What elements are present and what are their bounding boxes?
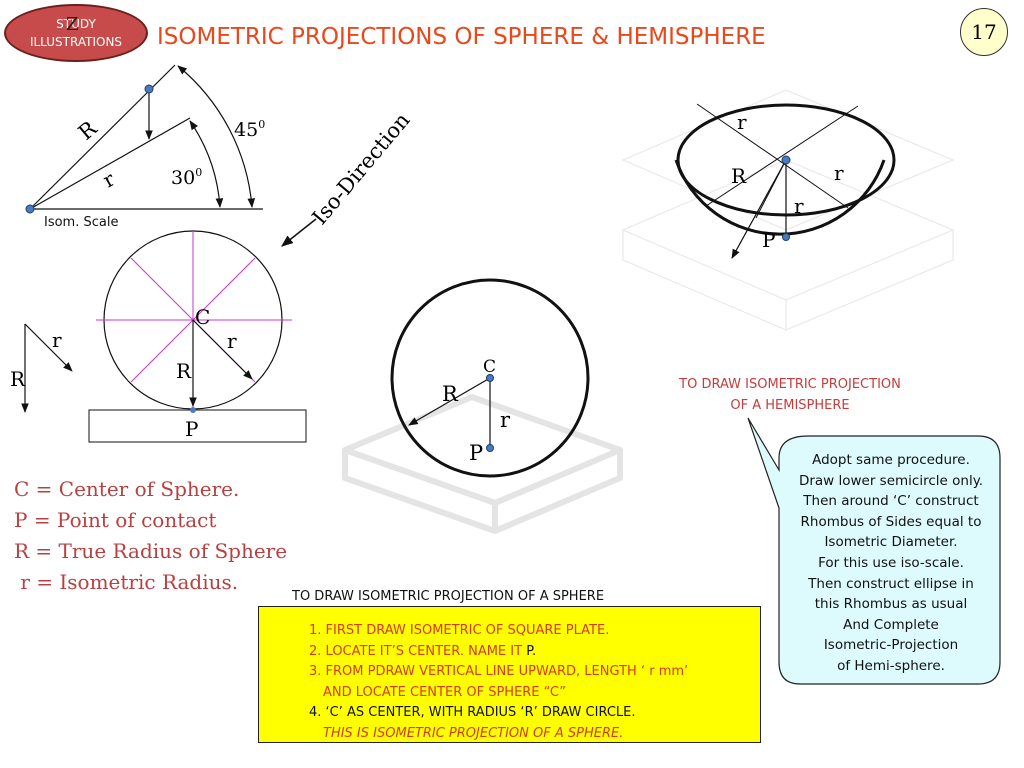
left-sphere-label-r: r xyxy=(227,329,237,353)
steps-box: 1. FIRST DRAW ISOMETRIC OF SQUARE PLATE.… xyxy=(258,606,761,743)
hemisphere xyxy=(674,103,896,259)
step-4-note: THIS IS ISOMETRIC PROJECTION OF A SPHERE… xyxy=(323,725,624,741)
plate-faint xyxy=(342,394,623,534)
arc-45 xyxy=(177,65,256,208)
angle-30-label: 300 xyxy=(171,166,202,189)
hemi-label-P: P xyxy=(762,228,775,252)
page-number: 17 xyxy=(960,8,1008,56)
key-r-arrow xyxy=(24,323,73,372)
angle-45-label: 450 xyxy=(234,118,265,141)
iso-radius-arrow xyxy=(192,319,253,380)
step-2: 2. LOCATE IT’S CENTER. NAME IT P. xyxy=(309,643,537,659)
step-3: 3. FROM PDRAW VERTICAL LINE UPWARD, LENG… xyxy=(309,664,689,679)
hemi-label-r-mid: r xyxy=(794,194,804,218)
step-1: 1. FIRST DRAW ISOMETRIC OF SQUARE PLATE. xyxy=(309,623,610,638)
callout-line: For this use iso-scale. xyxy=(818,554,964,571)
iso-direction-label: Iso-Direction xyxy=(307,108,414,229)
scale-origin-point xyxy=(25,204,35,214)
contact-plate xyxy=(88,409,307,443)
hemisphere-heading-line-1: TO DRAW ISOMETRIC PROJECTION xyxy=(679,377,901,392)
center-radius-arrow xyxy=(408,377,491,426)
page-title: ISOMETRIC PROJECTIONS OF SPHERE & HEMISP… xyxy=(157,24,766,50)
hemi-diameter-1 xyxy=(696,103,849,209)
scale-iso-radius-line xyxy=(29,117,191,210)
left-sphere-label-P: P xyxy=(185,417,198,441)
hemi-label-R: R xyxy=(731,164,747,188)
left-sphere-label-R: R xyxy=(176,359,192,383)
step-3-continued: AND LOCATE CENTER OF SPHERE “C” xyxy=(323,684,566,700)
center-point-C xyxy=(486,374,494,382)
hemi-diameter-2 xyxy=(705,105,859,207)
callout-line: Then construct ellipse in xyxy=(808,575,974,592)
sphere-heading: TO DRAW ISOMETRIC PROJECTION OF A SPHERE xyxy=(292,589,605,604)
badge-line-1: STUDY xyxy=(56,17,96,31)
hemi-label-r-right: r xyxy=(834,161,844,185)
step-4: 4. ‘C’ AS CENTER, WITH RADIUS ‘R’ DRAW C… xyxy=(309,705,636,720)
hemi-aux-line xyxy=(755,159,787,219)
study-illustrations-badge[interactable]: STUDY ILLUSTRATIONS xyxy=(4,4,148,62)
legend-item: P = Point of contact xyxy=(14,508,217,532)
badge-line-2: ILLUSTRATIONS xyxy=(29,35,123,49)
contact-point xyxy=(190,407,196,413)
radius-key xyxy=(21,323,73,413)
callout-bubble xyxy=(747,417,1001,685)
hemi-plate-faint xyxy=(621,89,955,331)
hemi-label-r-top: r xyxy=(737,110,747,134)
callout-line: Rhombus of Sides equal to xyxy=(800,513,982,530)
callout-line: Then around ‘C’ construct xyxy=(803,493,979,510)
legend: C = Center of Sphere. P = Point of conta… xyxy=(14,474,287,598)
scale-caption: Isom. Scale xyxy=(44,215,118,230)
scale-label-R: R xyxy=(74,116,102,145)
callout-line: And Complete xyxy=(843,616,939,633)
center-label-C: C xyxy=(483,357,496,377)
legend-item: C = Center of Sphere. xyxy=(14,477,240,501)
center-sphere xyxy=(390,278,590,478)
iso-sphere-circle xyxy=(390,278,590,478)
key-label-R: R xyxy=(10,367,26,391)
hemisphere-heading-line-2: OF A HEMISPHERE xyxy=(730,398,850,413)
callout-line: this Rhombus as usual xyxy=(814,596,968,613)
badge-mark: Z xyxy=(66,14,79,35)
hemi-center-point xyxy=(781,155,791,165)
left-sphere-label-C: C xyxy=(195,305,210,329)
scale-label-r: r xyxy=(99,167,120,193)
hemi-point-P xyxy=(782,233,790,241)
scale-true-radius-line xyxy=(29,64,176,210)
callout-line: Draw lower semicircle only. xyxy=(798,472,984,489)
callout-line: Adopt same procedure. xyxy=(812,452,970,468)
center-point-P xyxy=(486,444,494,452)
center-label-R: R xyxy=(442,382,459,406)
callout-text: Adopt same procedure. Draw lower semicir… xyxy=(788,450,994,677)
hemisphere-heading: TO DRAW ISOMETRIC PROJECTION OF A HEMISP… xyxy=(660,374,920,416)
callout-line: Isometric-Projection xyxy=(823,637,959,654)
center-label-r: r xyxy=(500,408,511,432)
callout-line: of Hemi-sphere. xyxy=(837,657,945,674)
center-label-P: P xyxy=(469,441,483,465)
hemi-bowl-arc xyxy=(674,159,886,236)
legend-item: R = True Radius of Sphere xyxy=(14,539,288,563)
iso-direction-arrow xyxy=(281,218,317,247)
arc-30 xyxy=(189,120,224,208)
legend-item: r = Isometric Radius. xyxy=(14,570,239,594)
callout-line: Isometric Diameter. xyxy=(824,534,958,551)
scale-top-point xyxy=(144,84,154,94)
left-sphere-construction xyxy=(88,230,307,443)
key-label-r: r xyxy=(52,328,62,352)
